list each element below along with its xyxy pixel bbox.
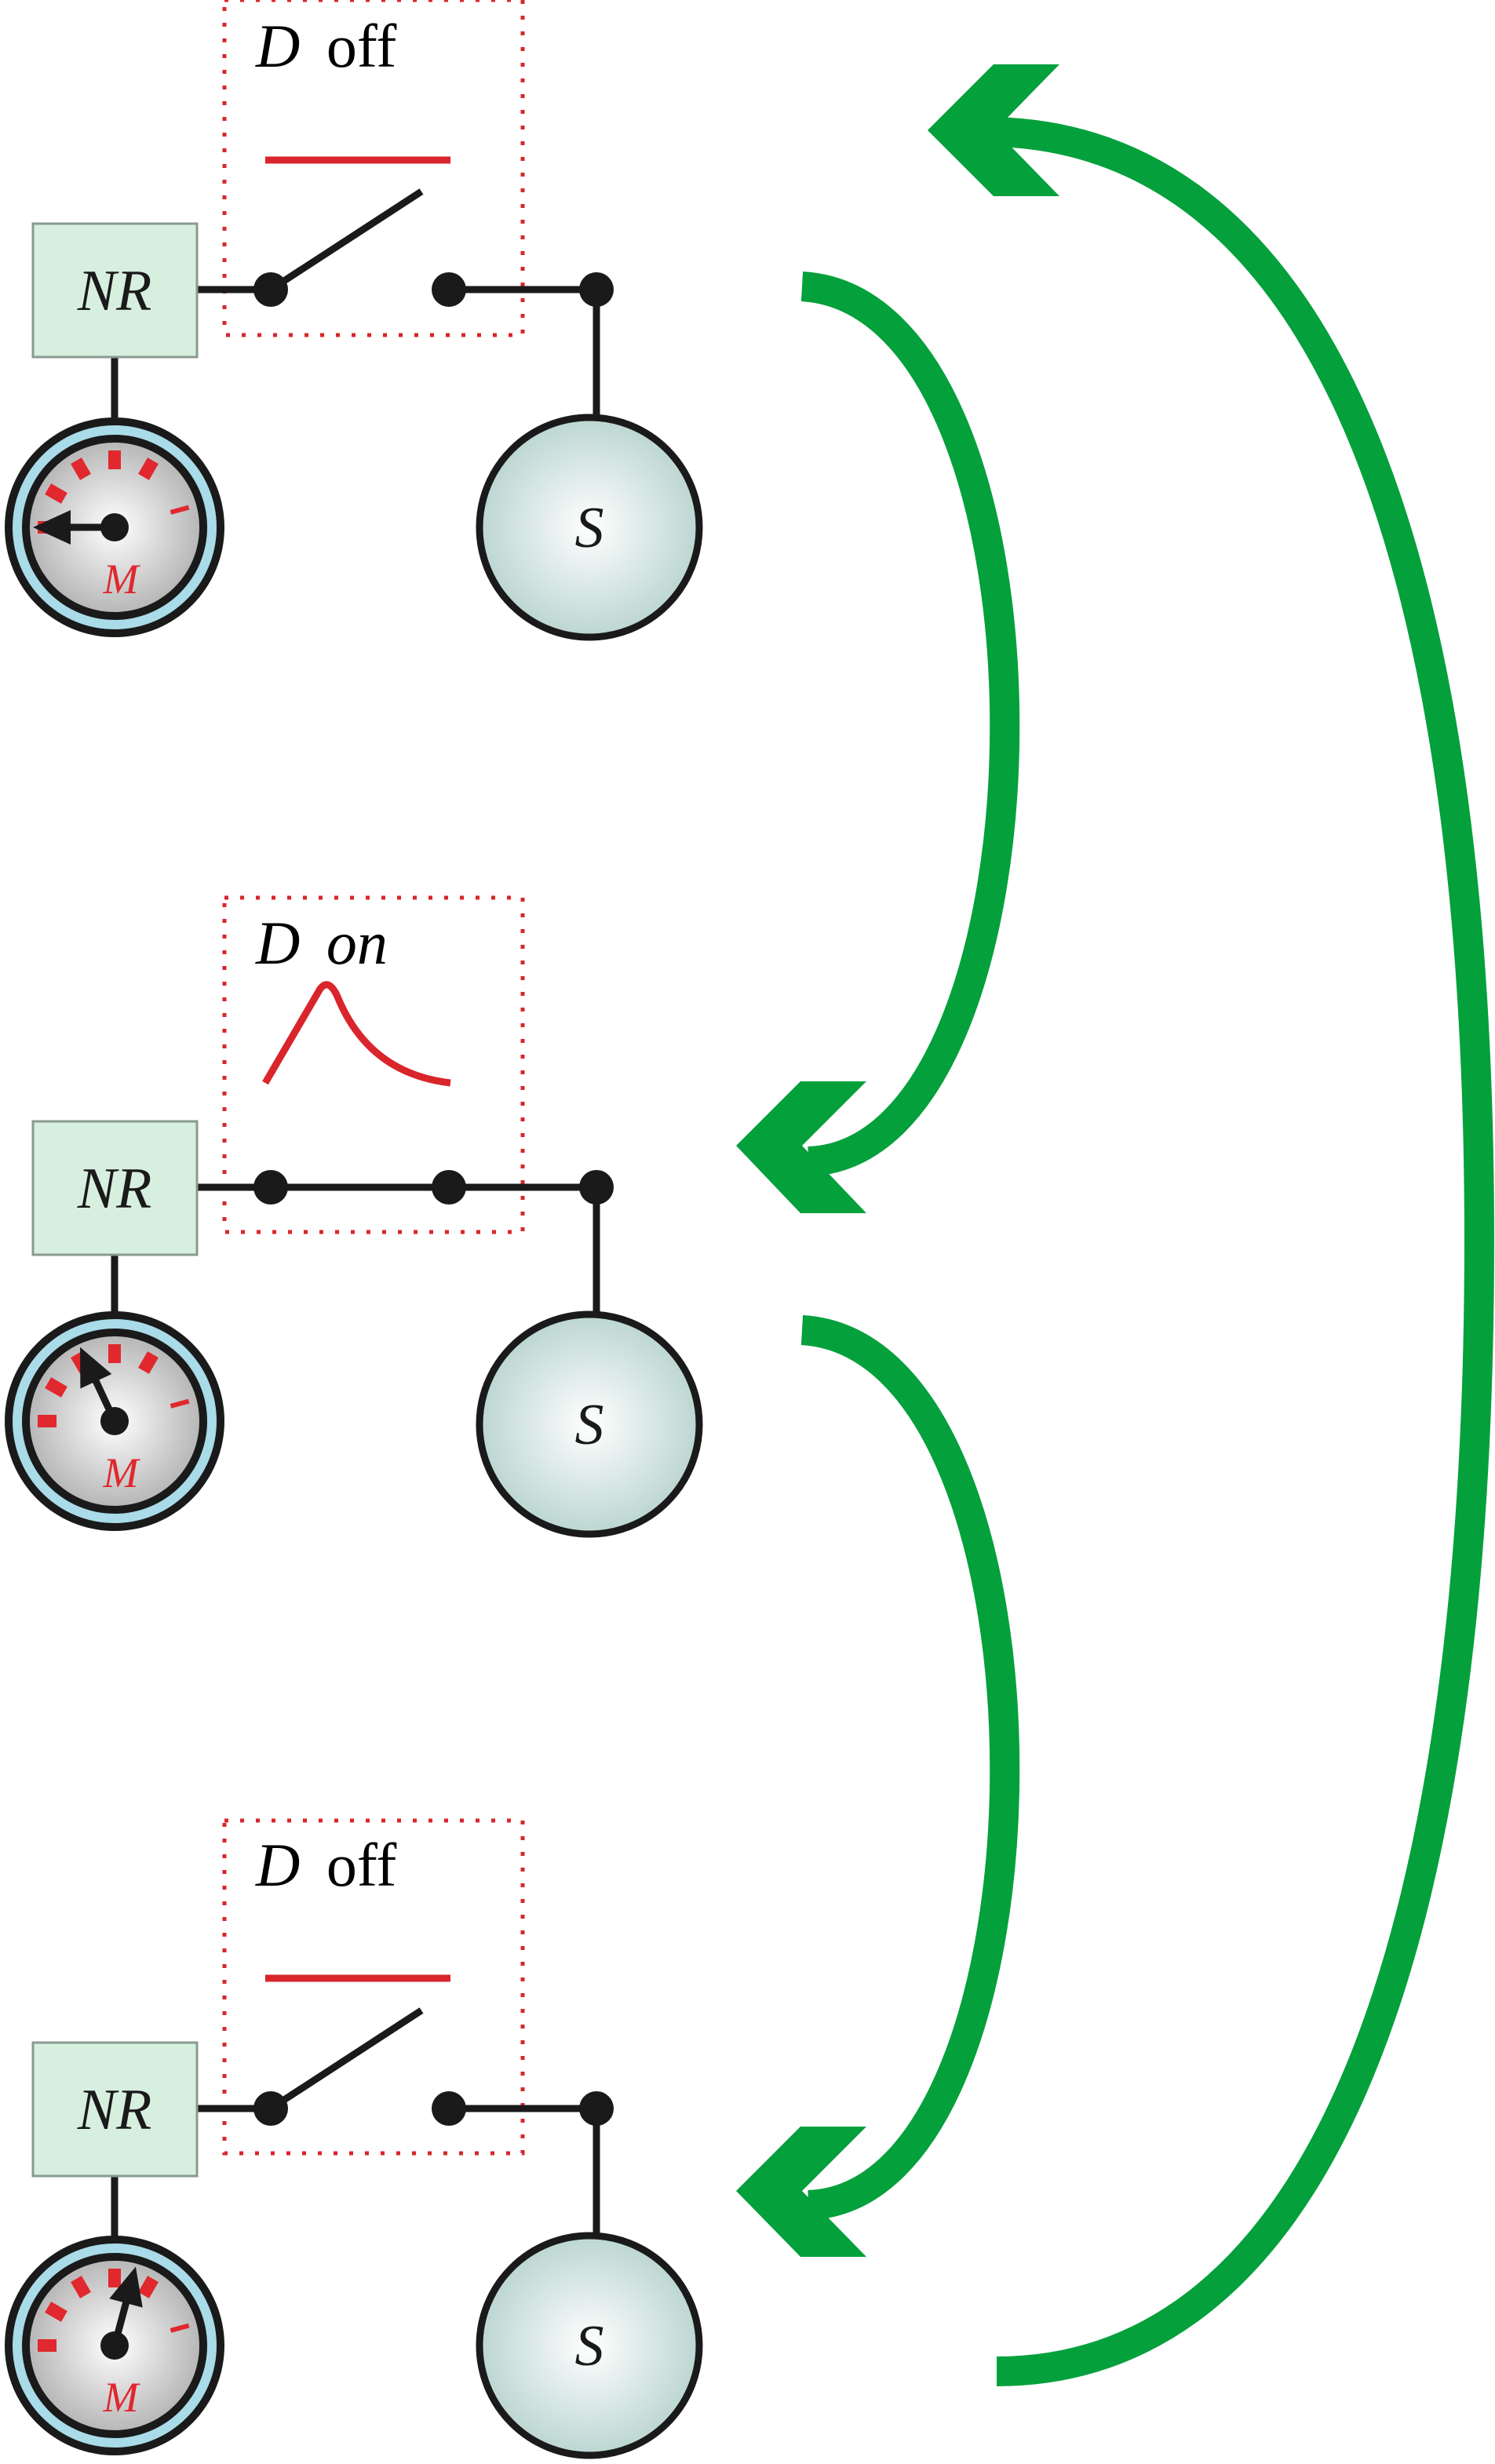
- switch-blade: [268, 188, 424, 293]
- meter-needle-head: [109, 2266, 143, 2308]
- s-label: S: [575, 2314, 604, 2378]
- nr-label: NR: [77, 1157, 152, 1221]
- meter: M: [5, 1311, 224, 1531]
- detector-label: D on: [255, 909, 388, 977]
- nr-label: NR: [77, 259, 152, 323]
- nr-box: [31, 2041, 199, 2178]
- junction-node: [579, 2091, 614, 2126]
- switch-node: [432, 2091, 466, 2126]
- meter-needle-head: [33, 510, 71, 545]
- meter-needle-head: [80, 1347, 112, 1389]
- nr-box: [31, 1120, 199, 1256]
- switch-blade: [268, 2007, 424, 2112]
- meter-label: M: [103, 1449, 141, 1496]
- junction-node: [579, 272, 614, 307]
- transition-arrow-2-to-3: [736, 1315, 1020, 2257]
- detector-label: D off: [255, 12, 396, 80]
- switch-node: [432, 1170, 466, 1205]
- arrowhead-icon: [736, 2127, 866, 2257]
- panel-3: D off NR: [5, 1818, 703, 2459]
- switch-node: [432, 272, 466, 307]
- meter-ticks: [38, 2269, 190, 2352]
- panel-2: D on NR: [5, 895, 703, 1538]
- detector-box: [222, 0, 525, 337]
- meter-label: M: [103, 556, 141, 603]
- meter: M: [5, 2236, 224, 2455]
- s-label: S: [575, 1393, 604, 1457]
- transition-arrow-3-to-1: [928, 64, 1495, 2386]
- s-node: [476, 2232, 703, 2459]
- arrowhead-icon: [736, 1081, 866, 1213]
- s-node: [476, 1310, 703, 1538]
- panel-1: D off NR: [5, 0, 703, 641]
- transition-arrow-1-to-2: [736, 272, 1020, 1213]
- s-node: [476, 414, 703, 641]
- arrowhead-icon: [928, 64, 1059, 196]
- nr-label: NR: [77, 2078, 152, 2142]
- meter: M: [5, 417, 224, 637]
- meter-label: M: [103, 2374, 141, 2421]
- s-label: S: [575, 496, 604, 560]
- detector-label: D off: [255, 1831, 396, 1899]
- switch-node: [253, 272, 288, 307]
- nr-box: [31, 222, 199, 359]
- switch-node: [253, 2091, 288, 2126]
- signal-pulse: [262, 981, 451, 1087]
- switch-node: [253, 1170, 288, 1205]
- junction-node: [579, 1170, 614, 1205]
